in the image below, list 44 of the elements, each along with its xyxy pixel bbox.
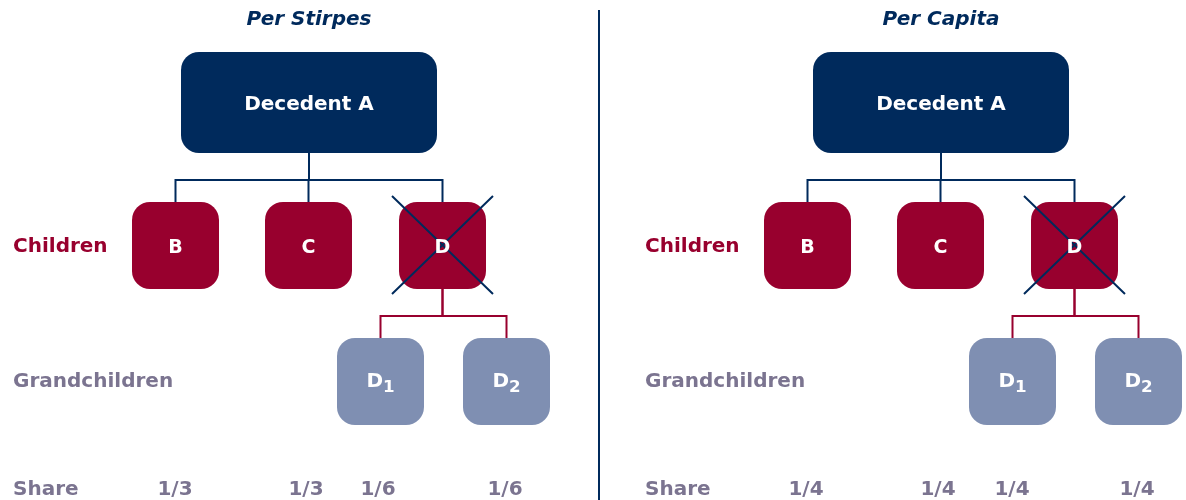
row-label: Grandchildren	[645, 370, 806, 390]
share-value: 1/4	[920, 478, 956, 498]
connector-line	[441, 288, 508, 339]
node-label: D$_{1}$	[998, 367, 1027, 396]
child-box	[265, 202, 352, 289]
node-label: D	[434, 234, 451, 257]
row-label: Children	[645, 235, 740, 255]
node-label: D$_{2}$	[1124, 367, 1153, 396]
grandchild-box	[1095, 338, 1182, 425]
share-value: 1/4	[994, 478, 1030, 498]
node-label: D	[1066, 234, 1083, 257]
node-label: B	[800, 234, 815, 257]
row-label: Share	[13, 478, 79, 498]
connector-line	[308, 152, 444, 203]
row-label: Share	[645, 478, 711, 498]
node-label: B	[168, 234, 183, 257]
node-label: D$_{2}$	[492, 367, 521, 396]
grandchild-box	[337, 338, 424, 425]
decedent-box	[181, 52, 437, 153]
share-value: 1/3	[288, 478, 324, 498]
child-box	[897, 202, 984, 289]
share-value: 1/3	[157, 478, 193, 498]
share-value: 1/6	[487, 478, 523, 498]
share-value: 1/4	[1119, 478, 1155, 498]
panel-title: Per Stirpes	[246, 8, 372, 28]
connector-line	[1073, 288, 1140, 339]
share-value: 1/4	[788, 478, 824, 498]
node-label: D$_{1}$	[366, 367, 395, 396]
row-label: Grandchildren	[13, 370, 174, 390]
connector-line	[940, 152, 1076, 203]
grandchild-box	[969, 338, 1056, 425]
share-value: 1/6	[360, 478, 396, 498]
node-label: Decedent A	[244, 90, 374, 115]
row-label: Children	[13, 235, 108, 255]
node-label: C	[301, 234, 316, 257]
child-box	[1031, 202, 1118, 289]
node-label: Decedent A	[876, 90, 1006, 115]
child-box	[132, 202, 219, 289]
decedent-box	[813, 52, 1069, 153]
child-box	[399, 202, 486, 289]
node-label: C	[933, 234, 948, 257]
child-box	[764, 202, 851, 289]
grandchild-box	[463, 338, 550, 425]
panel-title: Per Capita	[882, 8, 1000, 28]
